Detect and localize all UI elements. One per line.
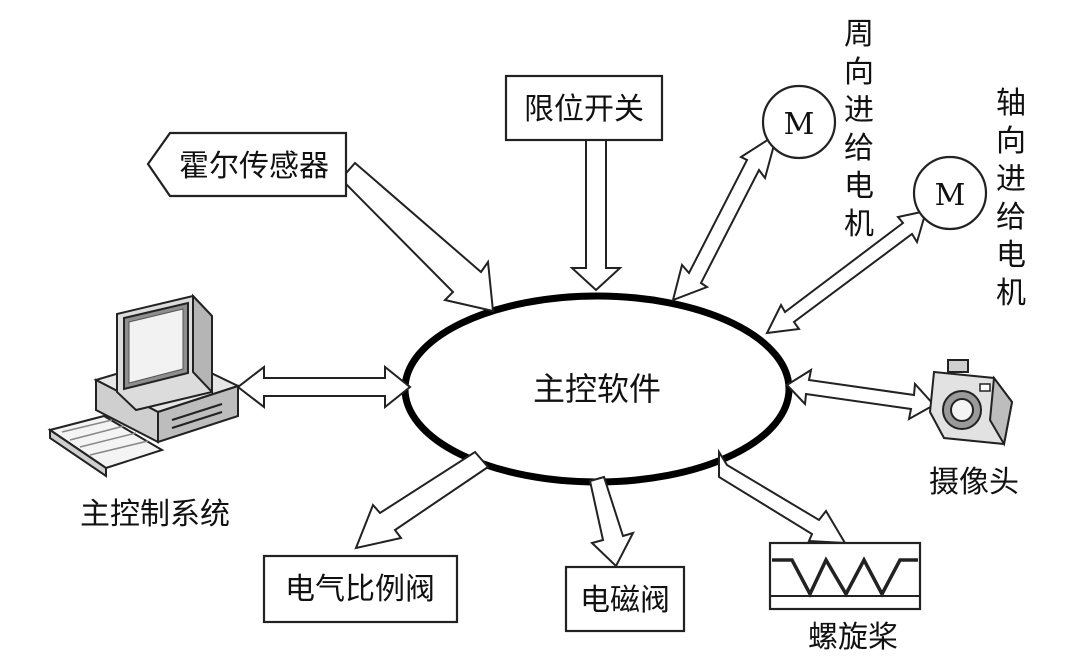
main-software-label: 主控软件	[533, 370, 661, 408]
hall-sensor-box	[146, 131, 348, 198]
arrow-software-to-propeller	[718, 448, 847, 545]
axial-motor-char-2: 向	[996, 124, 1026, 159]
axial-motor-char-6: 机	[996, 276, 1026, 311]
circumferential-motor-symbol: M	[784, 107, 815, 142]
arrow-software-to-proportional-valve	[354, 450, 490, 550]
camera-node: 摄像头	[928, 359, 1019, 500]
circumferential-motor-char-2: 向	[844, 55, 874, 90]
proportional-valve-node: 电气比例阀	[262, 554, 459, 624]
axial-motor-char-5: 电	[996, 238, 1026, 273]
proportional-valve-box	[262, 554, 459, 624]
circumferential-motor-circle	[761, 84, 837, 160]
axial-motor-symbol: M	[935, 178, 966, 213]
limit-switch-node: 限位开关	[504, 74, 664, 142]
axial-motor-char-4: 给	[996, 200, 1026, 235]
circumferential-motor-node: M 周 向 进 给 电 机	[761, 17, 874, 242]
solenoid-valve-node: 电磁阀	[564, 565, 686, 633]
propeller-label: 螺旋桨	[808, 620, 898, 655]
axial-motor-char-1: 轴	[996, 86, 1026, 121]
hall-sensor-node: 霍尔传感器	[146, 131, 348, 198]
arrow-hall-to-software	[339, 161, 495, 313]
solenoid-valve-label: 电磁阀	[580, 583, 670, 618]
hall-sensor-label: 霍尔传感器	[179, 149, 329, 184]
axial-motor-char-3: 进	[996, 162, 1026, 197]
limit-switch-label: 限位开关	[524, 92, 644, 127]
arrow-limit-to-software	[569, 139, 623, 292]
circumferential-motor-char-5: 电	[844, 169, 874, 204]
propeller-icon	[768, 541, 922, 611]
computer-icon	[47, 293, 241, 478]
proportional-valve-label: 电气比例阀	[285, 572, 435, 607]
arrow-axial-motor-software	[765, 209, 928, 335]
circumferential-motor-char-3: 进	[844, 93, 874, 128]
arrow-circumferential-motor-software	[671, 131, 779, 302]
axial-motor-circle	[912, 155, 988, 231]
main-control-system-label: 主控制系统	[80, 497, 230, 532]
circumferential-motor-char-6: 机	[844, 207, 874, 242]
arrow-control-system-software	[236, 364, 412, 410]
circumferential-motor-char-1: 周	[844, 17, 874, 52]
limit-switch-box	[504, 74, 664, 142]
camera-icon	[928, 359, 1014, 447]
circumferential-motor-char-4: 给	[844, 131, 874, 166]
arrow-camera-software	[785, 367, 936, 421]
main-control-system-node: 主控制系统	[47, 293, 241, 532]
arrow-software-to-solenoid-valve	[588, 475, 635, 568]
main-software-node: 主控软件	[401, 292, 793, 486]
propeller-node: 螺旋桨	[768, 541, 922, 655]
solenoid-valve-box	[564, 565, 686, 633]
axial-motor-node: M 轴 向 进 给 电 机	[912, 86, 1026, 311]
camera-label: 摄像头	[929, 465, 1019, 500]
